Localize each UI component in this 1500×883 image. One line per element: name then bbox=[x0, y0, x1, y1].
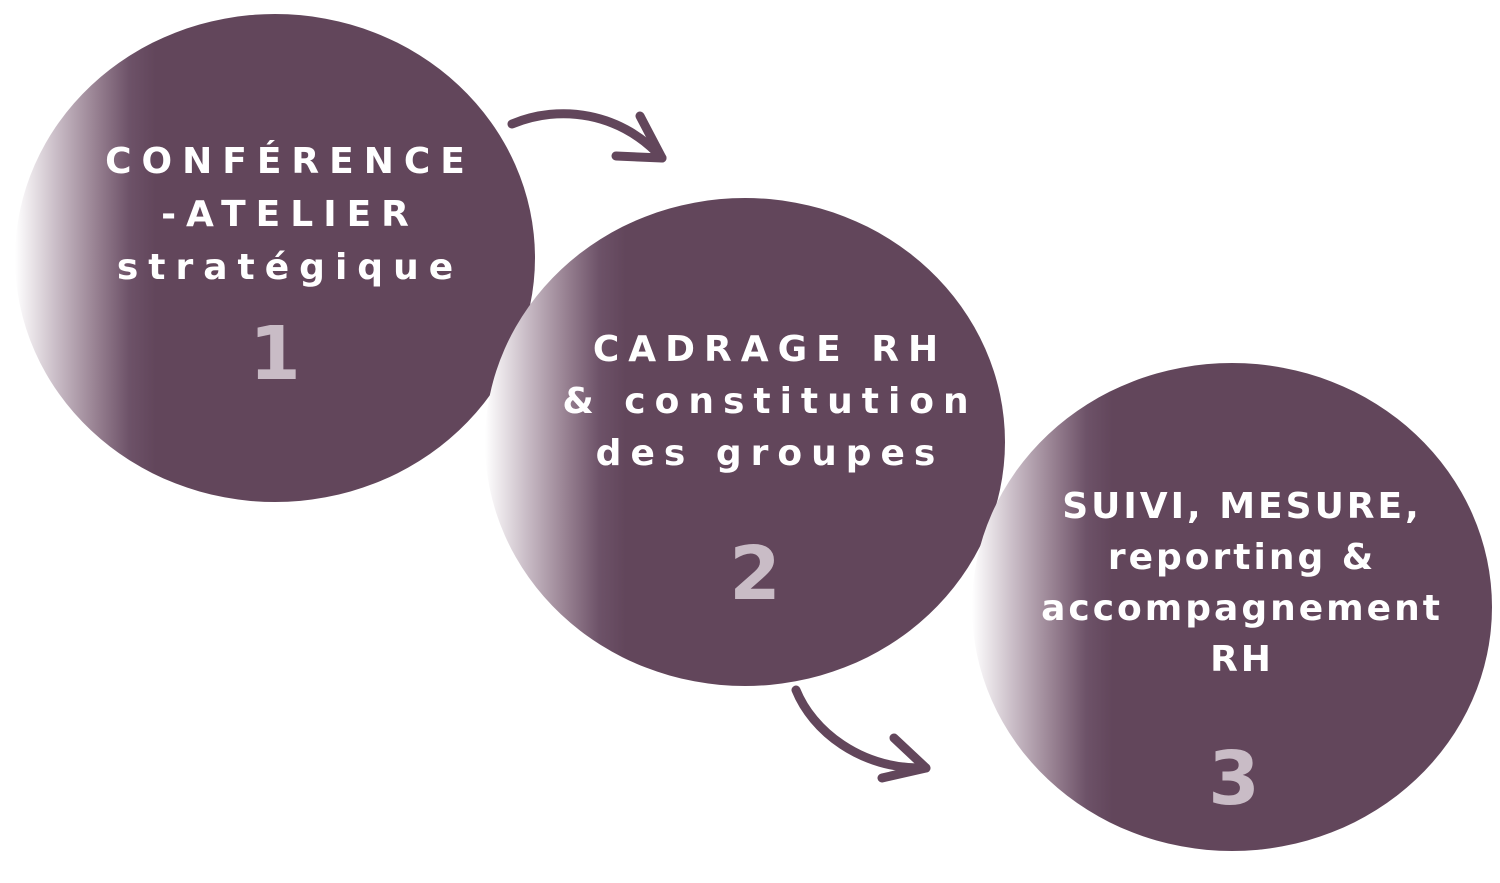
step-title-2: CADRAGE RH & constitution des groupes bbox=[485, 324, 1005, 480]
step-3-title-line: RH bbox=[1210, 639, 1274, 680]
arrow-icon-step-2-to-3 bbox=[791, 685, 931, 783]
step-circle-2: CADRAGE RH & constitution des groupes 2 bbox=[485, 198, 1005, 686]
step-number-3: 3 bbox=[1208, 736, 1260, 822]
step-3-title-line: reporting & bbox=[1107, 537, 1377, 578]
step-circle-1: CONFÉRENCE -ATELIER stratégique 1 bbox=[15, 14, 535, 502]
step-circle-3: SUIVI, MESURE, reporting & accompagnemen… bbox=[972, 363, 1492, 851]
step-3-title-line: SUIVI, MESURE, bbox=[1062, 486, 1422, 527]
step-title-3: SUIVI, MESURE, reporting & accompagnemen… bbox=[972, 481, 1492, 685]
step-3-title-line: accompagnement bbox=[1041, 588, 1443, 629]
step-title-1: CONFÉRENCE -ATELIER stratégique bbox=[15, 135, 535, 294]
step-1-title-line: stratégique bbox=[116, 247, 464, 288]
step-number-2: 2 bbox=[729, 531, 781, 617]
step-1-title-line: -ATELIER bbox=[161, 194, 419, 235]
step-2-title-line: & constitution bbox=[562, 381, 978, 422]
step-number-1: 1 bbox=[249, 311, 301, 397]
step-2-title-line: CADRAGE RH bbox=[592, 329, 948, 370]
step-1-title-line: CONFÉRENCE bbox=[105, 141, 475, 182]
step-2-title-line: des groupes bbox=[595, 433, 945, 474]
